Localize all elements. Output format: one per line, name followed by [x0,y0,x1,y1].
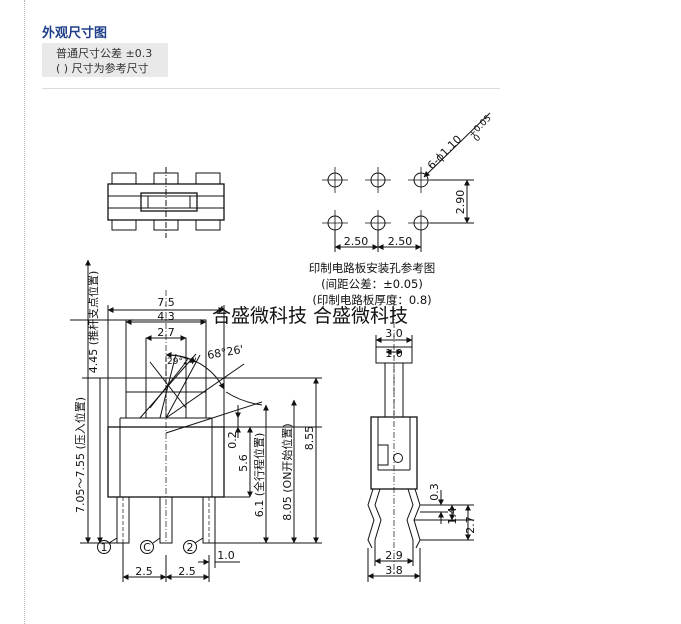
section-title: 外观尺寸图 [42,26,108,41]
hole-tol-upper: +0.05 [467,114,494,141]
page-left-border [24,0,26,624]
side-dim-0-3: 0.3 [428,483,441,501]
side-dim-3-0: 3.0 [385,327,403,340]
front-dim-fulcrum-position: 4.45 (推杆支点位置) [86,271,100,374]
terminal-label-1: 1 [101,541,108,554]
front-dim-pitch-1: 2.5 [135,565,153,578]
angle-label-large: 68°26' [206,343,244,362]
pcb-hole-pattern [322,112,491,252]
watermark: 合盛微科技 合盛微科技 [212,305,408,327]
terminal-label-common: C [143,541,151,554]
pcb-caption-title: 印制电路板安装孔参考图 [309,261,436,275]
pcb-dim-row: 2.90 [454,190,467,215]
divider [42,88,500,89]
front-view [70,259,322,582]
side-dim-1-4: 1.4 [446,507,459,525]
pcb-dim-pitch-1: 2.50 [344,235,369,248]
side-dim-2-7: 2.7 [464,516,477,534]
pcb-caption-pitch-tol: (间距公差：±0.05) [321,277,423,291]
tolerance-note-box: 普通尺寸公差 ±0.3 ( ) 尺寸为参考尺寸 [42,43,168,77]
side-dim-1-0: 1.0 [385,347,403,360]
reference-note: ( ) 尺寸为参考尺寸 [56,62,149,75]
terminal-label-2: 2 [187,541,194,554]
front-dim-5-6: 5.6 [237,454,250,472]
top-view [107,167,225,238]
front-dim-8-55: 8.55 [303,426,316,451]
front-dim-2-7: 2.7 [157,326,175,339]
side-dim-3-8: 3.8 [385,564,403,577]
front-dim-pitch-2: 2.5 [178,565,196,578]
side-dim-2-9: 2.9 [385,549,403,562]
front-dim-7-5: 7.5 [157,296,175,309]
front-dim-press-position: 7.05～7.55 (压入位置) [73,397,87,513]
pcb-dim-pitch-2: 2.50 [388,235,413,248]
front-dim-4-3: 4.3 [157,310,175,323]
side-view [367,300,474,582]
front-dim-on-start: 8.05 (ON开始位置) [280,423,294,520]
front-dim-full-stroke: 6.1 (全行程位置) [252,433,266,518]
pcb-caption-thickness: (印制电路板厚度：0.8) [312,293,431,307]
hole-tol-lower: 0 [472,133,483,144]
tolerance-note: 普通尺寸公差 ±0.3 [56,47,153,60]
hole-spec-label: 6-ϕ1.10 [425,133,464,172]
front-dim-0-2: 0.2 [226,431,239,449]
angle-label-small: 29°24' [167,357,197,367]
front-dim-terminal-width: 1.0 [217,549,235,562]
